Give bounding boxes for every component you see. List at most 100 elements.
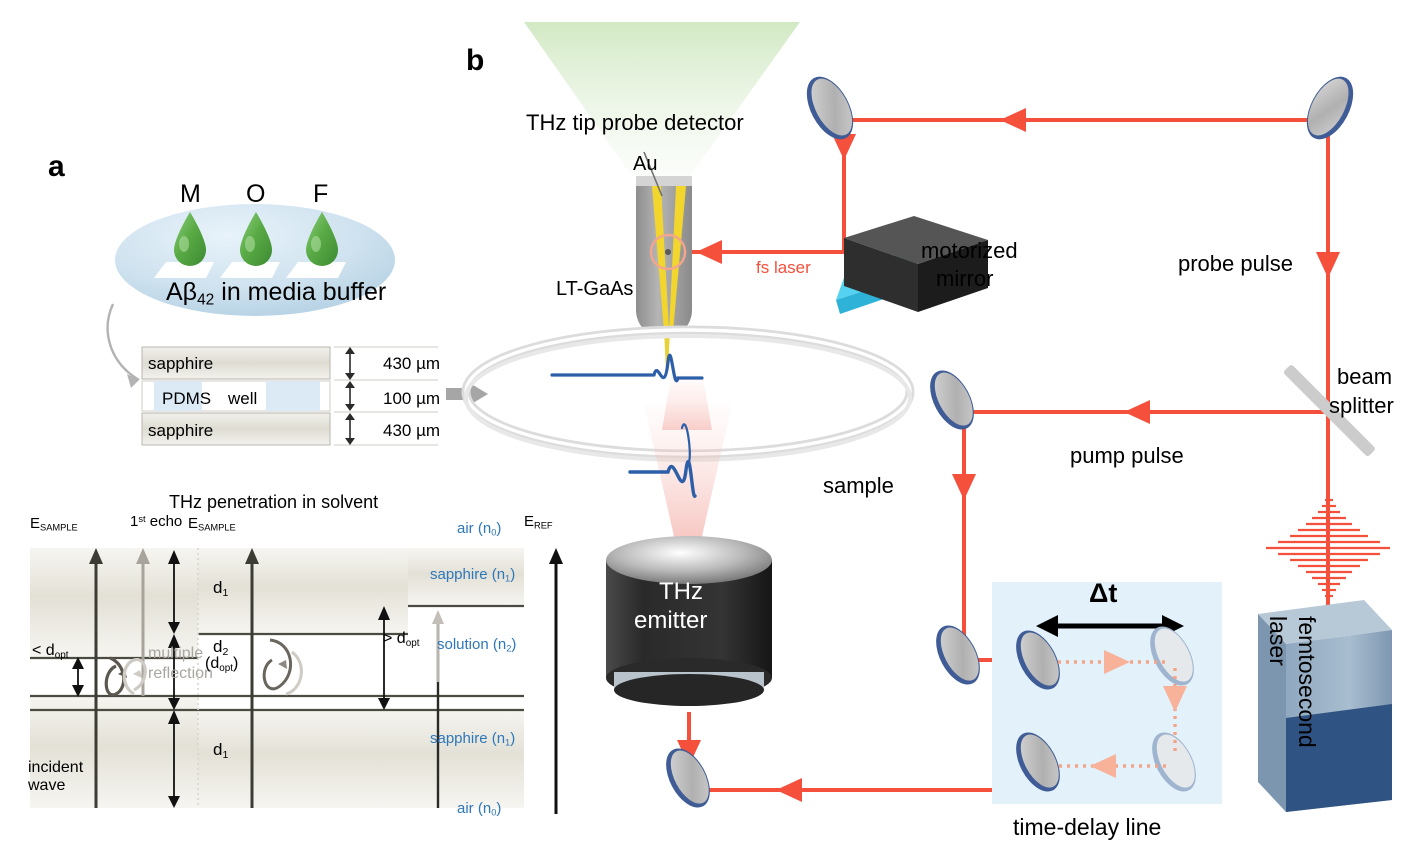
femtosecond-laser-label-line2: laser bbox=[1265, 616, 1291, 666]
e-sample-mid-sub: SAMPLE bbox=[198, 522, 236, 533]
d2-opt-sub: opt bbox=[219, 662, 234, 674]
medium-label-air-bottom: air (n0) bbox=[457, 800, 501, 818]
delay-mirror-bottom-right bbox=[1152, 732, 1196, 792]
femtosecond-laser-label-line1: femtosecond bbox=[1294, 616, 1320, 748]
multiple-reflection-line1: multiple bbox=[148, 645, 204, 662]
arrow-bottom-left bbox=[776, 778, 802, 802]
beam-splitter-bar bbox=[1283, 365, 1375, 457]
lt-dopt-pre: < d bbox=[32, 642, 55, 659]
stack-layer-2-thickness: 430 µm bbox=[383, 421, 441, 440]
medium-air-bottom-text: air (n bbox=[457, 800, 492, 817]
femtosecond-laser-box bbox=[1258, 600, 1392, 812]
droplet-label-f: F bbox=[313, 180, 329, 208]
medium-solution-text: solution (n bbox=[437, 636, 507, 653]
gt-dopt-sub: opt bbox=[405, 637, 420, 649]
droplet-m bbox=[174, 212, 206, 266]
medium-label-sapphire-bottom: sapphire (n1) bbox=[430, 730, 515, 748]
medium-air-top-text: air (n bbox=[457, 520, 492, 537]
delta-t-label: Δt bbox=[1089, 578, 1118, 608]
panel-b-letter: b bbox=[466, 44, 485, 77]
d1-bottom-d: d bbox=[213, 740, 223, 759]
droplet-label-m: M bbox=[180, 180, 201, 208]
medium-label-air-top: air (n0) bbox=[457, 520, 501, 538]
multiple-reflection-line2: reflection bbox=[148, 665, 213, 682]
lt-gaas-focus-circle bbox=[649, 233, 687, 271]
medium-solution-post: ) bbox=[511, 636, 517, 653]
motorized-mirror-label-line2: mirror bbox=[936, 266, 994, 291]
d1-top-sub: 1 bbox=[222, 586, 229, 599]
first-echo-pre: 1 bbox=[130, 513, 139, 530]
e-ref-sub: REF bbox=[534, 520, 553, 531]
incident-wave-line2: wave bbox=[28, 777, 66, 794]
medium-label-solution: solution (n2) bbox=[437, 636, 516, 654]
dish-caption-sub: 42 bbox=[197, 291, 215, 309]
thz-emitter-label-line1: THz bbox=[659, 578, 703, 605]
medium-air-bottom-post: ) bbox=[496, 800, 502, 817]
sample-label: sample bbox=[823, 473, 894, 498]
arrow-fs-laser bbox=[696, 240, 722, 264]
medium-air-bottom-sub: 0 bbox=[491, 807, 497, 818]
e-sample-left-label: ESAMPLE bbox=[30, 515, 78, 533]
lt-gaas-label: LT-GaAs bbox=[556, 278, 634, 300]
layer-stack-graphic bbox=[141, 346, 438, 446]
panel-a-letter: a bbox=[48, 150, 65, 183]
stack-layer-1-thickness: 100 µm bbox=[383, 389, 441, 408]
panel-a-dish-graphic bbox=[115, 204, 395, 316]
medium-sapphire-bottom-text: sapphire (n bbox=[430, 730, 506, 747]
motorized-mirror-label-line1: motorized bbox=[921, 238, 1018, 263]
e-ref-label: EREF bbox=[524, 513, 553, 531]
arrow-top-left bbox=[1000, 108, 1026, 132]
motorized-mirror-assembly bbox=[836, 216, 988, 314]
d1-bottom-label: d1 bbox=[213, 740, 228, 761]
thz-waveform-upper bbox=[550, 353, 704, 383]
medium-air-top-sub: 0 bbox=[491, 527, 497, 538]
medium-air-top-post: ) bbox=[496, 520, 502, 537]
beam-splitter-label-line2: splitter bbox=[1329, 393, 1394, 418]
arrow-pump-down bbox=[952, 474, 976, 500]
arrow-probe-up bbox=[1316, 252, 1340, 278]
d2-opt-label: (dopt) bbox=[205, 655, 238, 674]
medium-sapphire-top-sub: 1 bbox=[505, 573, 511, 584]
e-sample-mid-e: E bbox=[188, 515, 199, 532]
e-ref-e: E bbox=[524, 513, 535, 530]
thz-beam-upper bbox=[662, 372, 712, 430]
thz-tip-probe-detector-label: THz tip probe detector bbox=[526, 110, 744, 135]
medium-sapphire-bottom-sub: 1 bbox=[505, 737, 511, 748]
thz-emitter-label-line2: emitter bbox=[634, 607, 708, 634]
dish-caption-post: in media buffer bbox=[214, 278, 387, 306]
dish-caption: Aβ42 in media buffer bbox=[166, 278, 386, 309]
droplet-f bbox=[306, 212, 338, 266]
arrow-pump-left bbox=[1124, 400, 1150, 424]
delay-dotted-beam bbox=[1058, 660, 1177, 768]
medium-sapphire-top-post: ) bbox=[510, 566, 516, 583]
d1-bottom-sub: 1 bbox=[222, 748, 229, 761]
thz-waveform-mid bbox=[680, 423, 691, 464]
stack-layer-0-thickness: 430 µm bbox=[383, 354, 441, 373]
dish-caption-pre: Aβ bbox=[166, 278, 198, 306]
delay-mirror-top-left bbox=[1016, 630, 1060, 690]
mirror-bottom-left bbox=[666, 748, 710, 808]
thz-beam-lower bbox=[644, 404, 732, 554]
mirror-delay-entry bbox=[936, 625, 980, 685]
panel-a-arrow-graphic bbox=[106, 303, 140, 388]
thz-tip-probe-body bbox=[636, 176, 692, 372]
d2-label: d2 bbox=[213, 637, 228, 658]
e-sample-left-sub: SAMPLE bbox=[40, 522, 78, 533]
e-sample-mid-label: ESAMPLE bbox=[188, 515, 236, 533]
stack-layer-0-name: sapphire bbox=[148, 354, 214, 373]
mirror-pump-upper bbox=[930, 370, 974, 430]
d2-opt-pre: (d bbox=[205, 655, 220, 672]
d2-opt-post: ) bbox=[233, 655, 239, 672]
probe-pulse-label: probe pulse bbox=[1178, 251, 1293, 276]
thz-detection-cone bbox=[524, 22, 800, 176]
d2-d: d bbox=[213, 637, 223, 656]
pump-pulse-label: pump pulse bbox=[1070, 443, 1184, 468]
medium-sapphire-bottom-post: ) bbox=[510, 730, 516, 747]
delay-mirror-top-right bbox=[1150, 626, 1194, 686]
optical-setup-graphic bbox=[461, 22, 1392, 812]
gt-dopt-pre: > d bbox=[383, 630, 406, 647]
thz-waveform-lower bbox=[628, 459, 697, 498]
gt-dopt-label: > dopt bbox=[383, 630, 419, 649]
stack-layer-2-name: sapphire bbox=[148, 421, 214, 440]
